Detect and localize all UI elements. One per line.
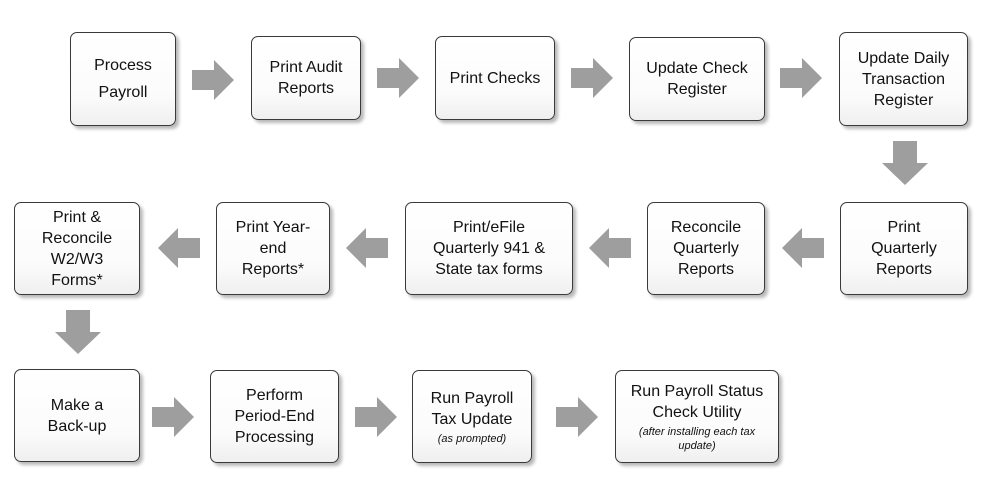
block-arrow-icon (55, 310, 101, 354)
step-label: Perform Period-End Processing (234, 387, 315, 446)
step-label: Print Quarterly Reports (871, 219, 937, 278)
step-print-year-end-reports: Print Year- end Reports* (216, 202, 330, 295)
block-arrow-icon (782, 228, 824, 268)
step-label: Update Daily Transaction Register (857, 49, 950, 109)
block-arrow-icon (192, 60, 234, 100)
step-run-payroll-tax-update: Run Payroll Tax Update (as prompted) (412, 370, 532, 463)
step-perform-period-end-processing: Perform Period-End Processing (210, 370, 339, 463)
step-label: Run Payroll Tax Update (430, 389, 514, 428)
step-make-a-backup: Make a Back-up (14, 369, 140, 462)
step-label: Make a Back-up (47, 396, 107, 435)
step-label: Print/eFile Quarterly 941 & State tax fo… (432, 219, 546, 278)
block-arrow-icon (355, 397, 397, 437)
step-process-payroll: Process Payroll (70, 32, 176, 126)
block-arrow-icon (556, 397, 598, 437)
step-label: Print Checks (449, 69, 541, 87)
step-run-payroll-status-check-utility: Run Payroll Status Check Utility (after … (615, 370, 779, 463)
step-print-efile-quarterly-941: Print/eFile Quarterly 941 & State tax fo… (405, 202, 573, 295)
block-arrow-icon (346, 228, 388, 268)
step-print-quarterly-reports: Print Quarterly Reports (840, 202, 968, 295)
step-print-audit-reports: Print Audit Reports (251, 36, 361, 120)
step-label: Update Check Register (646, 60, 748, 98)
step-label: Print Year- end Reports* (235, 219, 311, 278)
step-label: Reconcile Quarterly Reports (670, 219, 742, 278)
step-note: (after installing each tax update) (638, 425, 756, 452)
block-arrow-icon (780, 58, 822, 98)
step-update-check-register: Update Check Register (629, 37, 765, 121)
block-arrow-icon (589, 228, 631, 268)
step-note: (as prompted) (437, 432, 507, 445)
step-label: Print & Reconcile W2/W3 Forms* (41, 208, 113, 289)
block-arrow-icon (571, 58, 613, 98)
block-arrow-icon (152, 397, 194, 437)
step-reconcile-quarterly-reports: Reconcile Quarterly Reports (647, 202, 765, 295)
step-label: Run Payroll Status Check Utility (630, 382, 764, 421)
step-label: Process Payroll (94, 57, 152, 101)
step-print-checks: Print Checks (435, 36, 555, 120)
step-update-daily-transaction-register: Update Daily Transaction Register (839, 32, 968, 126)
step-print-reconcile-w2-w3: Print & Reconcile W2/W3 Forms* (14, 202, 140, 295)
block-arrow-icon (377, 58, 419, 98)
block-arrow-icon (882, 141, 928, 185)
step-label: Print Audit Reports (269, 59, 343, 97)
block-arrow-icon (158, 228, 200, 268)
